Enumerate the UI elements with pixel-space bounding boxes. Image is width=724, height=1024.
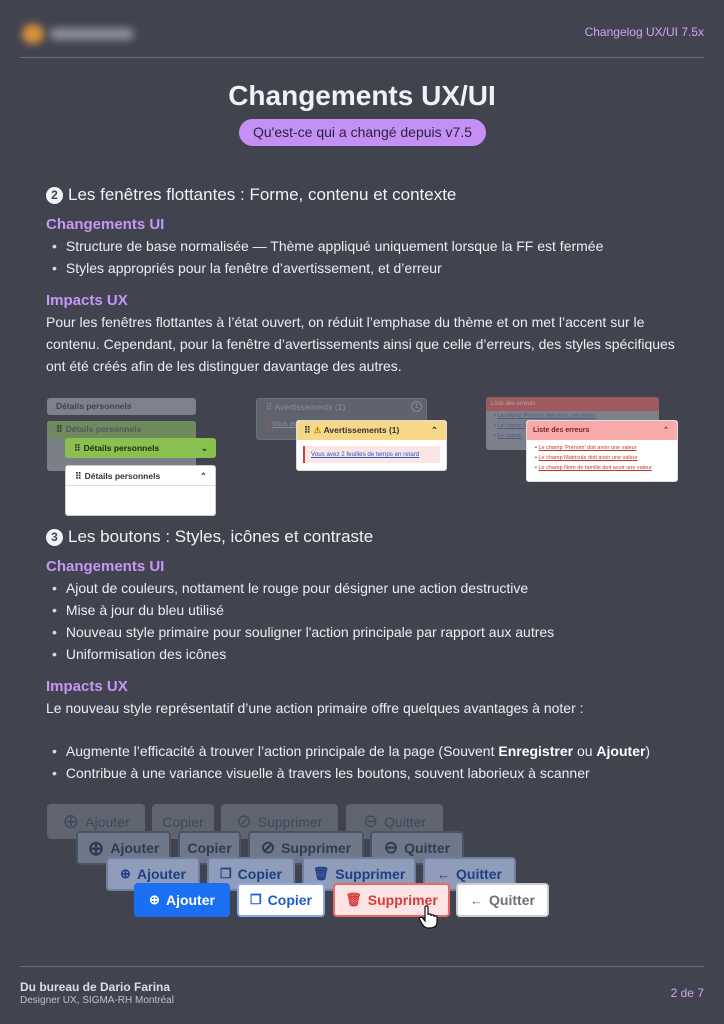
list-item: Structure de base normalisée — Thème app… xyxy=(52,235,603,257)
author-name: Du bureau de Dario Farina xyxy=(20,980,171,994)
copy-button[interactable]: ❐Copier xyxy=(237,883,325,917)
section-3-heading: 3 Les boutons : Styles, icônes et contra… xyxy=(46,527,373,547)
company-logo xyxy=(18,20,136,48)
add-button[interactable]: ⊕Ajouter xyxy=(134,883,230,917)
section-title: Les boutons : Styles, icônes et contrast… xyxy=(68,527,374,546)
author-role: Designer UX, SIGMA-RH Montréal xyxy=(20,995,174,1006)
error-link[interactable]: Le champ Nom de famille doit avoir une v… xyxy=(538,465,652,471)
section-number: 3 xyxy=(46,528,63,546)
chevron-up-icon: ⌃ xyxy=(199,471,207,481)
error-link[interactable]: Le champ Matricule doit avoir une valeur xyxy=(538,455,638,461)
page-title: Changements UX/UI xyxy=(228,80,496,111)
details-panel-open: ⠿Détails personnels⌃ xyxy=(65,465,216,516)
page-number: 2 de 7 xyxy=(670,986,704,1000)
details-panel-closed: Détails personnels xyxy=(47,398,196,415)
plus-circle-icon: ⊕ xyxy=(149,892,160,907)
ux-impacts-text: Le nouveau style représentatif d’une act… xyxy=(46,700,584,716)
trash-circle-icon: ⊘ xyxy=(260,838,276,857)
ui-changes-heading: Changements UI xyxy=(46,558,165,575)
ux-impacts-heading: Impacts UX xyxy=(46,678,128,695)
error-link[interactable]: Le champ 'Prénom' doit avoir une valeur xyxy=(538,445,637,451)
footer-divider xyxy=(20,966,704,967)
subtitle-badge: Qu'est-ce qui a changé depuis v7.5 xyxy=(239,119,486,146)
ux-impacts-list: Augmente l’efficacité à trouver l’action… xyxy=(52,740,650,784)
ui-changes-list: Structure de base normalisée — Thème app… xyxy=(52,235,603,279)
delete-button[interactable]: 🗑Supprimer xyxy=(333,883,450,917)
plus-circle-icon: ⊕ xyxy=(120,866,131,881)
quit-button[interactable]: ←Quitter xyxy=(456,883,549,917)
section-2-heading: 2 Les fenêtres flottantes : Forme, conte… xyxy=(46,185,456,205)
plus-circle-icon: ⊕ xyxy=(87,837,105,860)
ux-impacts-text: Pour les fenêtres flottantes à l’état ou… xyxy=(46,314,675,374)
copy-icon: ❐ xyxy=(220,866,232,881)
arrow-left-icon: ← xyxy=(437,866,451,882)
ux-impacts-heading: Impacts UX xyxy=(46,292,128,309)
list-item: Ajout de couleurs, nottament le rouge po… xyxy=(52,577,554,599)
warnings-panel-closed: ⠿ Avertissements (1)1 Vous ave xyxy=(256,398,427,440)
chevron-up-icon: ⌃ xyxy=(663,427,669,434)
warning-count-badge: 1 xyxy=(411,401,422,412)
warning-icon: ⚠ xyxy=(313,425,322,435)
details-panel-green: ⠿Détails personnels⌄ xyxy=(65,438,216,458)
chevron-up-icon: ⌃ xyxy=(430,425,438,435)
doc-label: Changelog UX/UI 7.5x xyxy=(584,25,704,39)
chevron-down-icon: ⌄ xyxy=(200,443,208,453)
trash-icon: 🗑 xyxy=(345,892,362,907)
section-number: 2 xyxy=(46,186,63,204)
header-divider xyxy=(20,57,704,58)
ui-changes-list: Ajout de couleurs, nottament le rouge po… xyxy=(52,577,554,665)
hand-cursor-icon xyxy=(419,905,438,929)
list-item: Contribue à une variance visuelle à trav… xyxy=(52,762,650,784)
list-item: Augmente l’efficacité à trouver l’action… xyxy=(52,740,650,762)
plus-circle-icon: ⊕ xyxy=(62,811,80,833)
list-item: Uniformisation des icônes xyxy=(52,643,554,665)
warning-link[interactable]: Vous avez 2 feuilles de temps en retard xyxy=(311,451,420,458)
section-title: Les fenêtres flottantes : Forme, contenu… xyxy=(68,185,457,204)
trash-icon: 🗑 xyxy=(312,866,330,881)
arrow-left-icon: ← xyxy=(470,892,484,908)
list-item: Nouveau style primaire pour souligner l'… xyxy=(52,621,554,643)
warnings-panel-open: ⠿⚠ Avertissements (1)⌃ Vous avez 2 feuil… xyxy=(296,420,447,471)
prev-copy-button: ❐Copier xyxy=(207,857,295,891)
list-item: Mise à jour du bleu utilisé xyxy=(52,599,554,621)
ui-changes-heading: Changements UI xyxy=(46,216,165,233)
trash-circle-icon: ⊘ xyxy=(236,811,252,831)
copy-icon: ❐ xyxy=(250,892,262,907)
arrow-left-circle-icon: ⊖ xyxy=(362,811,379,831)
list-item: Styles appropriés pour la fenêtre d’aver… xyxy=(52,257,603,279)
errors-panel-open: Liste des erreurs⌃ • Le champ 'Prénom' d… xyxy=(526,420,678,482)
arrow-left-circle-icon: ⊖ xyxy=(383,838,399,857)
prev-add-button: ⊕Ajouter xyxy=(106,857,200,891)
